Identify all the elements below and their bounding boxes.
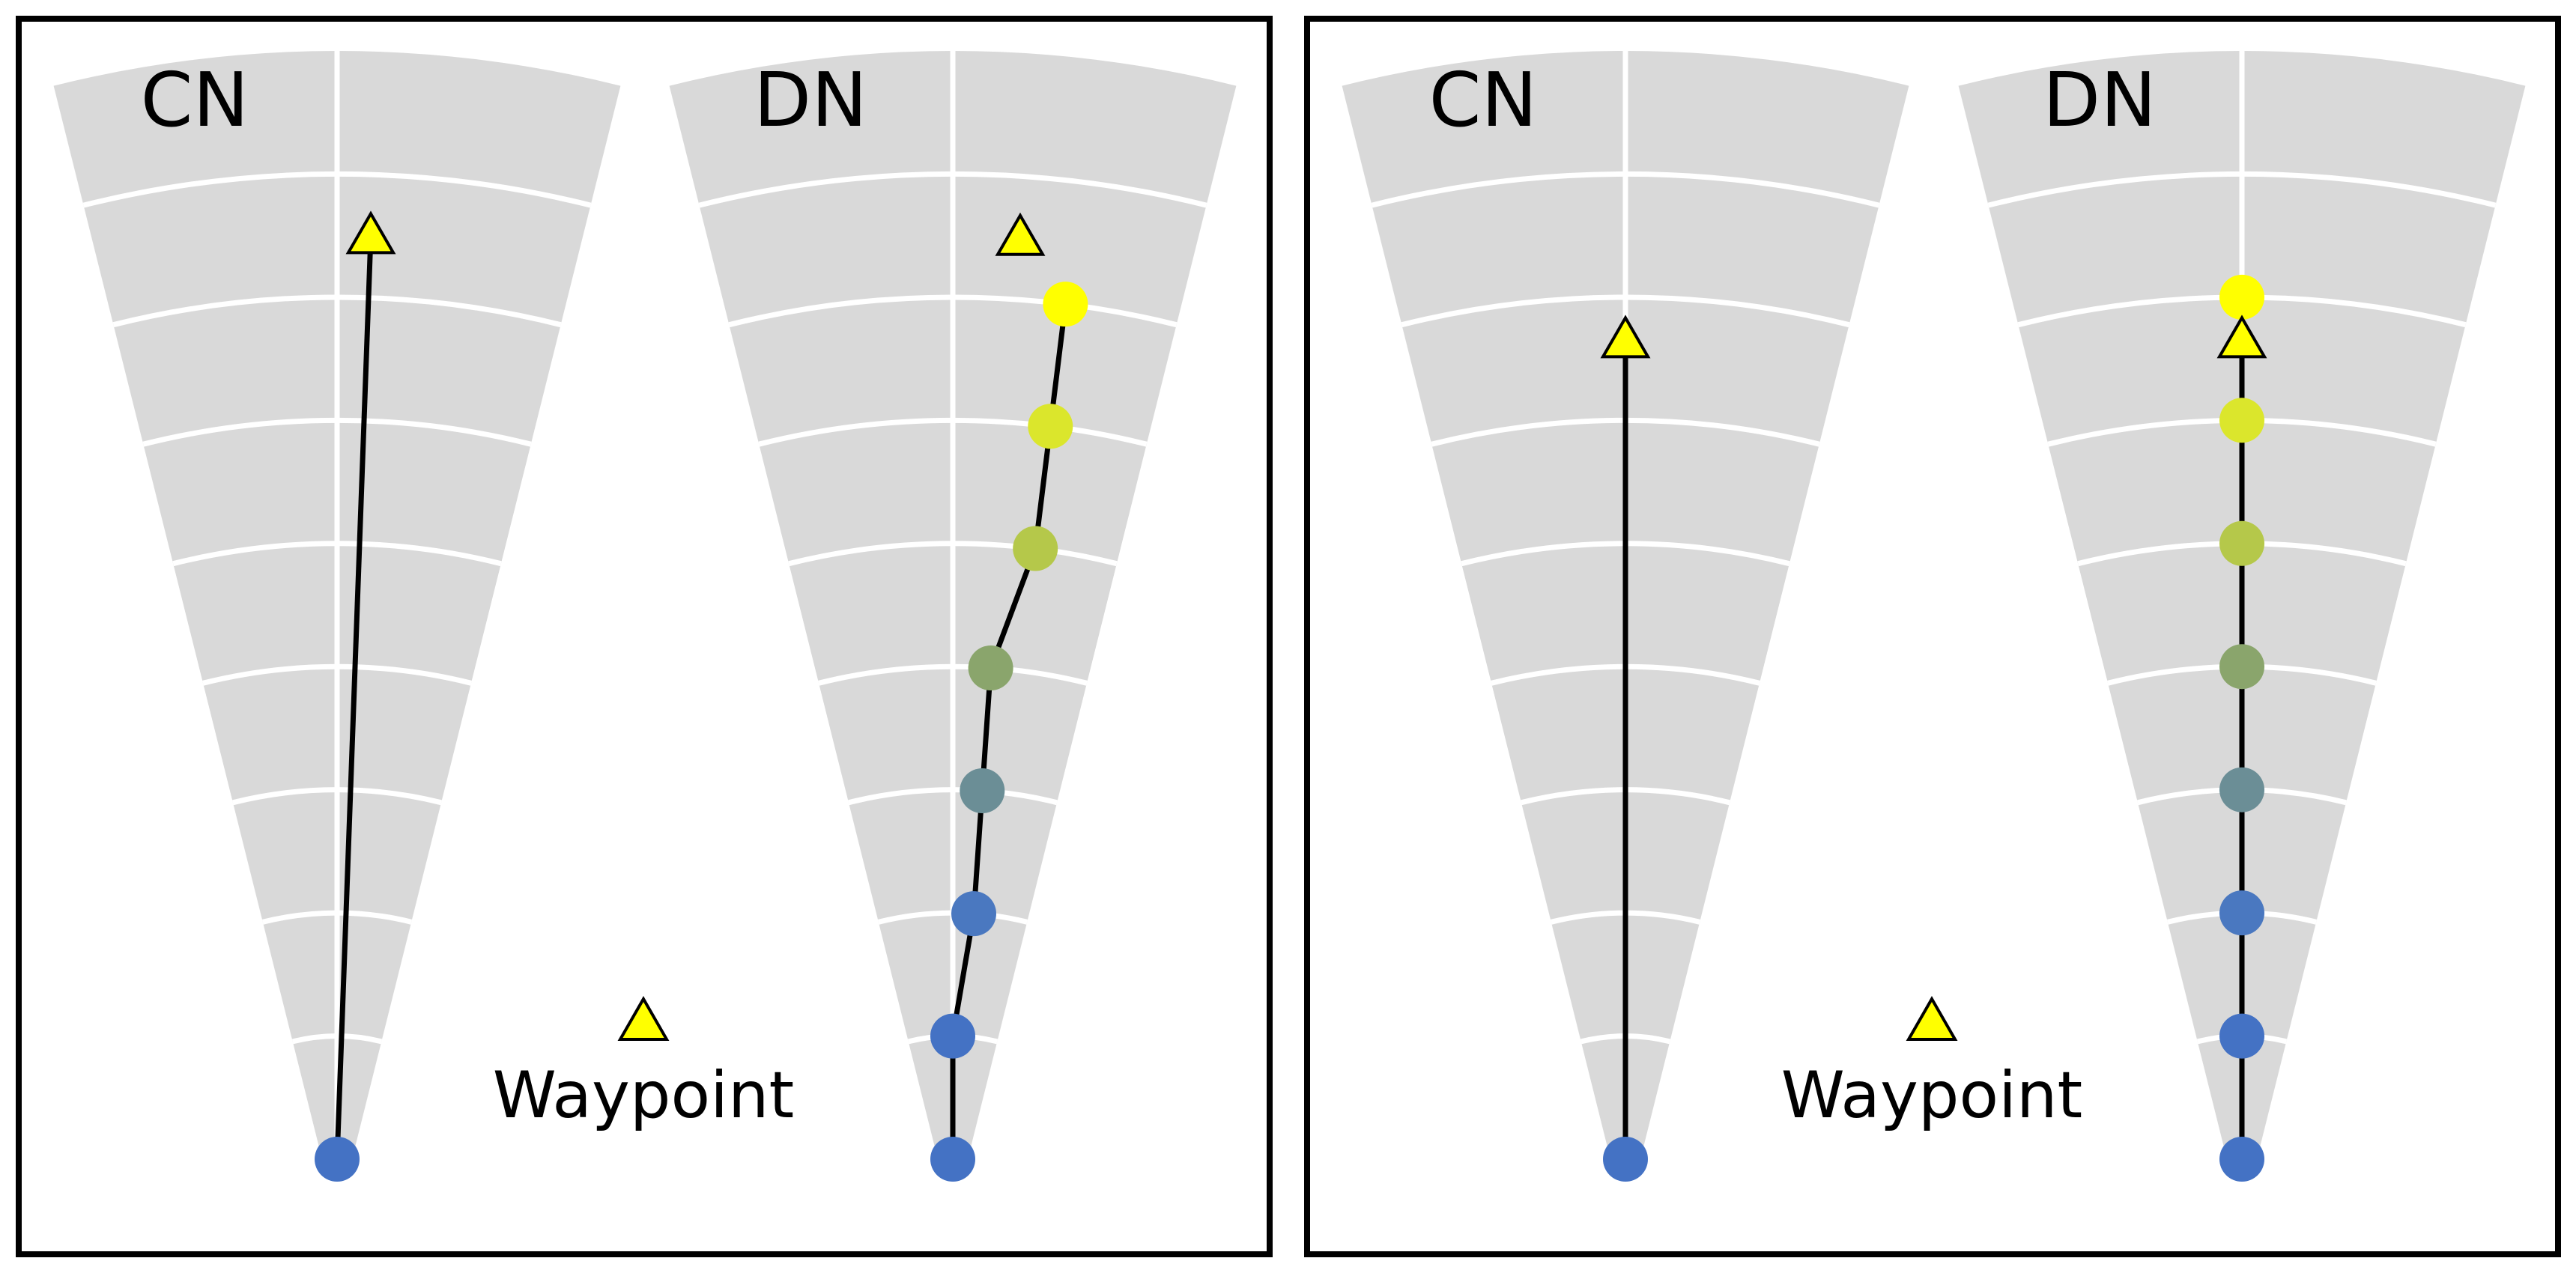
- cn-fan: CN: [53, 51, 621, 1182]
- trajectory-node: [2219, 644, 2264, 690]
- trajectory-node: [960, 768, 1005, 813]
- trajectory-node: [951, 891, 996, 937]
- panel-frame: [16, 16, 1273, 1257]
- trajectory-path: [334, 236, 374, 1160]
- fan-label: DN: [754, 56, 867, 144]
- trajectory-node: [315, 1137, 360, 1182]
- trajectory-node: [1043, 282, 1088, 327]
- fan-label: CN: [1429, 56, 1538, 144]
- dn-fan: DN: [669, 51, 1237, 1182]
- waypoint-marker: [995, 212, 1046, 256]
- fan-label: DN: [2043, 56, 2157, 144]
- waypoint-legend-icon: [1906, 995, 1958, 1041]
- trajectory-node: [2219, 520, 2264, 566]
- fan-label: CN: [141, 56, 249, 144]
- trajectory-node: [2219, 1013, 2264, 1059]
- trajectory-node: [930, 1137, 975, 1182]
- panel-left: CN DN Waypoint: [16, 16, 1273, 1257]
- trajectory-node: [930, 1013, 975, 1059]
- trajectory-node: [1028, 404, 1073, 449]
- cn-fan: CN: [1342, 51, 1909, 1182]
- waypoint-marker: [1600, 315, 1651, 359]
- waypoint-marker: [345, 210, 396, 255]
- trajectory-node: [2219, 1137, 2264, 1182]
- legend-label: Waypoint: [1781, 1058, 2082, 1133]
- trajectory-node: [968, 645, 1013, 690]
- legend: Waypoint: [1781, 995, 2082, 1133]
- dn-fan: DN: [1958, 51, 2526, 1182]
- waypoint-legend-icon: [617, 995, 670, 1041]
- trajectory-node: [1603, 1137, 1648, 1182]
- trajectory-node: [2219, 767, 2264, 812]
- trajectory-node: [2219, 274, 2264, 320]
- legend-label: Waypoint: [493, 1058, 794, 1133]
- trajectory-node: [2219, 890, 2264, 936]
- trajectory-node: [2219, 398, 2264, 443]
- panel-frame: [1304, 16, 2561, 1257]
- legend: Waypoint: [493, 995, 794, 1133]
- waypoint-marker: [2216, 315, 2267, 359]
- trajectory-node: [1013, 526, 1058, 571]
- panel-right: CN DN Waypoint: [1304, 16, 2561, 1257]
